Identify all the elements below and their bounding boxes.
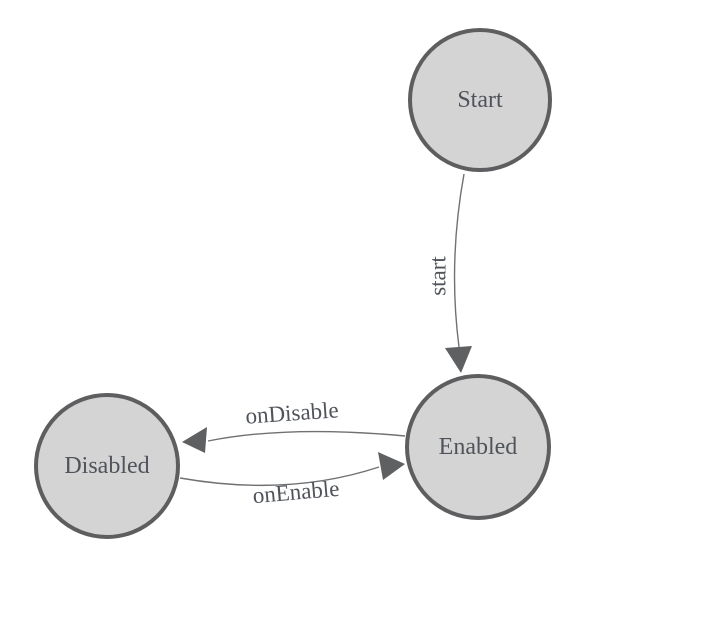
edge-label-start: start <box>425 256 451 296</box>
arrowhead-disabled-to-enabled <box>378 452 405 480</box>
edge-start-to-enabled <box>453 173 465 348</box>
state-node-disabled: Disabled <box>34 393 180 539</box>
state-node-start-label: Start <box>457 87 503 113</box>
state-node-start: Start <box>408 28 552 172</box>
arrowhead-start-to-enabled <box>445 346 472 373</box>
edge-label-onenable: onEnable <box>251 475 341 509</box>
edge-enabled-to-disabled <box>207 430 406 442</box>
edge-label-ondisable: onDisable <box>244 397 340 429</box>
state-node-disabled-label: Disabled <box>64 453 150 479</box>
state-node-enabled: Enabled <box>405 374 551 520</box>
arrowhead-enabled-to-disabled <box>182 427 207 453</box>
state-node-enabled-label: Enabled <box>438 434 518 460</box>
